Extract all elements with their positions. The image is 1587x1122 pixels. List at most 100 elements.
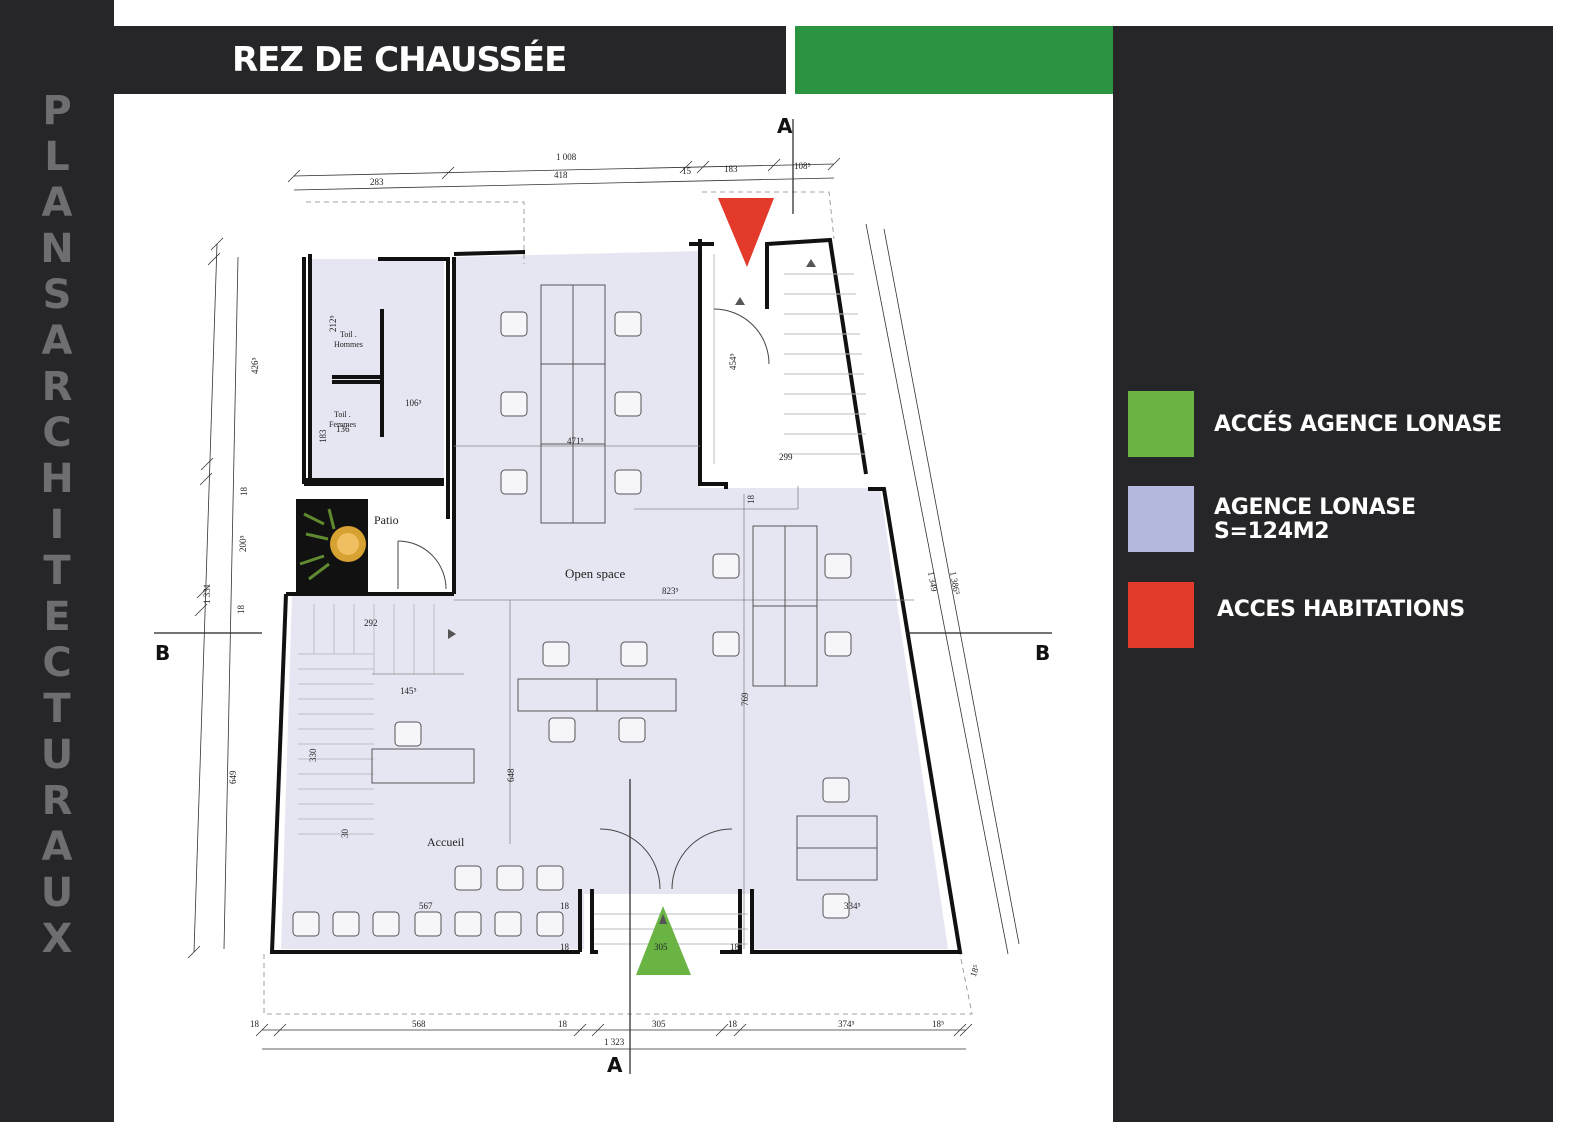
dimension-tick [715,1023,729,1037]
legend-label-acces-agence: ACCÉS AGENCE LONASE [1214,412,1502,437]
section-b-left: B [155,641,170,665]
dimension-tick [679,160,693,174]
section-b-right: B [1035,641,1050,665]
chair [824,631,852,657]
vertical-title-letter: A [41,318,73,364]
chair [500,469,528,495]
chair [454,865,482,891]
dim-18-i: 18 [560,901,570,911]
chair [332,911,360,937]
dim-334: 334⁵ [844,901,861,911]
dimension-tick [287,169,301,183]
vertical-title-letter: L [44,134,70,180]
exterior-walls [269,237,963,954]
vertical-dimension-texts: 1 331 426⁵ 18 200⁵ 18 649 212⁵ 183 136 4… [202,315,962,838]
dim-769: 769 [740,692,750,706]
dim-145: 145⁵ [400,686,417,696]
dimension-tick [196,585,210,599]
chair [454,911,482,937]
chair [822,893,850,919]
dim-200: 200⁵ [238,535,248,552]
chair [614,311,642,337]
room-accueil: Accueil [427,835,465,849]
legend-label-surface: S=124M2 [1214,519,1330,544]
dim-454: 454⁵ [728,353,738,370]
office-furniture [371,284,878,881]
chair [712,553,740,579]
chairs [292,311,852,937]
dim-1331: 1 331 [202,584,212,604]
vertical-title-letter: S [42,272,72,318]
vertical-title-letter: U [40,732,74,778]
chair [536,911,564,937]
legend-swatch-lavender [1128,486,1194,552]
vertical-title-letter: U [40,870,74,916]
dimension-tick [591,1023,605,1037]
dim-18-b: 18 [558,1019,568,1029]
chair [500,311,528,337]
red-access-marker [718,198,774,267]
legend-label-agence: AGENCE LONASE [1214,495,1416,520]
dim-305-b: 305 [652,1019,666,1029]
dim-136: 136 [336,424,350,434]
vertical-title-letter: A [41,180,73,226]
green-accent-bar [795,26,1113,94]
dim-18-c: 18 [728,1019,738,1029]
dim-18-g: 18⁵ [968,963,982,978]
chair [500,391,528,417]
vertical-title-letter: H [40,456,74,502]
page-title: REZ DE CHAUSSÉE [232,40,567,80]
dimension-tick [696,160,710,174]
dim-471: 471⁵ [567,436,584,446]
dim-330: 330 [308,748,318,762]
legend-swatch-green [1128,391,1194,457]
dimension-tick [194,603,208,617]
dimension-tick [959,1023,973,1037]
dim-1008: 1 008 [556,152,577,162]
dimension-tick [767,158,781,172]
dim-18-d: 18⁵ [932,1019,944,1029]
chair [614,469,642,495]
room-toil-hommes-1: Toil . [340,330,357,339]
dim-106: 106⁵ [405,398,422,408]
vertical-title-letter: T [43,686,71,732]
section-a-top: A [777,114,793,138]
dim-1349: 1 349 [926,571,939,593]
dim-1386: 1 386⁵ [948,571,962,596]
dim-426: 426⁵ [250,357,260,374]
dim-30: 30 [340,829,350,839]
chair [372,911,400,937]
dim-18-h: 18 [746,495,756,505]
section-lines [154,119,1052,1074]
dim-823: 823⁵ [662,586,679,596]
dimension-tick [827,157,841,171]
vertical-title-letter: C [42,410,72,456]
chair [394,721,422,747]
chair [822,777,850,803]
dim-305-a: 305 [654,942,668,952]
dim-18-k: 18 [730,942,740,952]
dim-299: 299 [779,452,793,462]
dim-568: 568 [412,1019,426,1029]
chair [620,641,648,667]
vertical-title-letter: A [41,824,73,870]
chair [496,865,524,891]
dim-1323: 1 323 [604,1037,625,1047]
dimension-tick [573,1023,587,1037]
room-open-space: Open space [565,566,626,581]
chair [618,717,646,743]
dim-283: 283 [370,177,384,187]
section-a-bottom: A [607,1053,623,1077]
dimension-tick [207,252,221,266]
legend-label-acces-habitations: ACCES HABITATIONS [1217,597,1465,622]
dim-183-v: 183 [318,429,328,443]
room-toil-femmes-1: Toil . [334,410,351,419]
vertical-title-letter: C [42,640,72,686]
vertical-title-letter: X [41,916,73,962]
green-access-marker [636,906,691,975]
dim-108: 108⁵ [794,161,811,171]
reference-lines [263,191,973,1015]
dim-18-f: 18 [236,605,246,615]
dimension-tick [210,237,224,251]
